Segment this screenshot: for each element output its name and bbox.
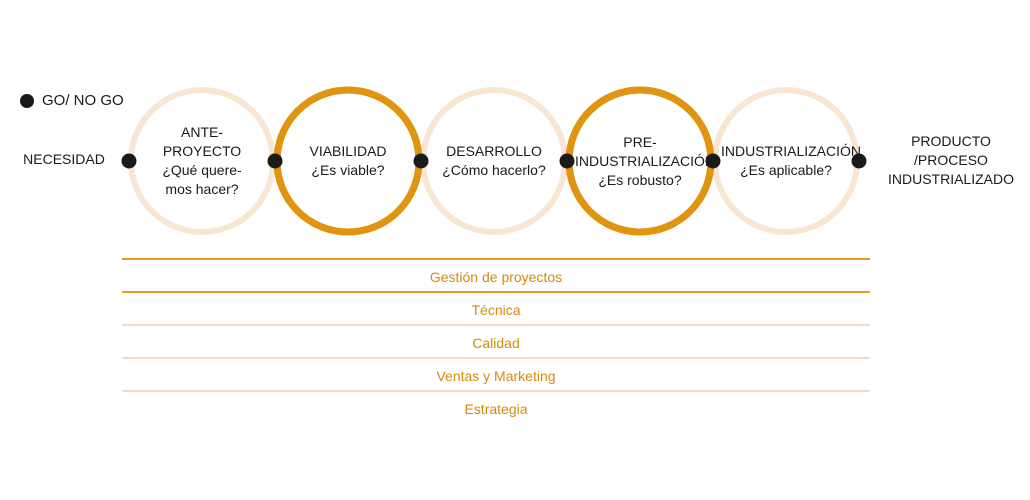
legend: GO/ NO GO [20, 92, 124, 109]
stage-label: INDUSTRIALIZACIÓN ¿Es aplicable? [721, 142, 862, 180]
stage-question: ¿Es viable? [311, 162, 385, 178]
start-label: NECESIDAD [23, 151, 105, 167]
band-row: Calidad [122, 324, 870, 357]
go-no-go-node-icon [851, 153, 867, 169]
go-no-go-node-icon [705, 153, 721, 169]
end-label: PRODUCTO /PROCESO INDUSTRIALIZADO [886, 132, 1016, 189]
stage-question: mos hacer? [165, 181, 239, 197]
band-label: Estrategia [464, 401, 528, 417]
go-no-go-node-icon [121, 153, 137, 169]
stage-title: VIABILIDAD [309, 143, 387, 159]
stage-label: ANTE- PROYECTO ¿Qué quere-mos hacer? [137, 123, 267, 199]
band-row: Estrategia [122, 390, 870, 423]
band-row: Técnica [122, 291, 870, 324]
band-label: Ventas y Marketing [436, 368, 556, 384]
stage-question: ¿Es robusto? [598, 171, 682, 188]
band-label: Gestión de proyectos [429, 269, 563, 285]
stage-question: ¿Es aplicable? [740, 162, 832, 178]
go-no-go-node-icon [267, 153, 283, 169]
stage-title: INDUSTRIALIZACIÓN [575, 152, 716, 169]
band-label: Calidad [472, 335, 520, 351]
functional-bands: Gestión de proyectos Técnica Calidad Ven… [122, 258, 870, 423]
stage-title: INDUSTRIALIZACIÓN [721, 143, 862, 159]
stage-label: PRE- INDUSTRIALIZACIÓN ¿Es robusto? [575, 133, 716, 190]
stage-title: PRE- [623, 133, 657, 150]
stage-title: PROYECTO [162, 143, 242, 159]
stage-label: VIABILIDAD ¿Es viable? [283, 142, 413, 180]
go-no-go-node-icon [413, 153, 429, 169]
stage-label: DESARROLLO ¿Cómo hacerlo? [429, 142, 559, 180]
go-no-go-node-icon [559, 153, 575, 169]
band-row: Gestión de proyectos [122, 258, 870, 291]
end-label-line: INDUSTRIALIZADO [887, 171, 1014, 187]
go-no-go-dot-icon [20, 93, 34, 108]
stage-question: ¿Cómo hacerlo? [442, 162, 546, 178]
band-label: Técnica [471, 302, 521, 318]
end-label-line: /PROCESO [914, 152, 988, 168]
end-label-line: PRODUCTO [911, 133, 991, 149]
legend-label: GO/ NO GO [42, 92, 124, 109]
stage-title: DESARROLLO [446, 143, 542, 159]
stage-title: ANTE- [181, 124, 223, 140]
stage-question: ¿Qué quere- [162, 162, 242, 178]
band-row: Ventas y Marketing [122, 357, 870, 390]
